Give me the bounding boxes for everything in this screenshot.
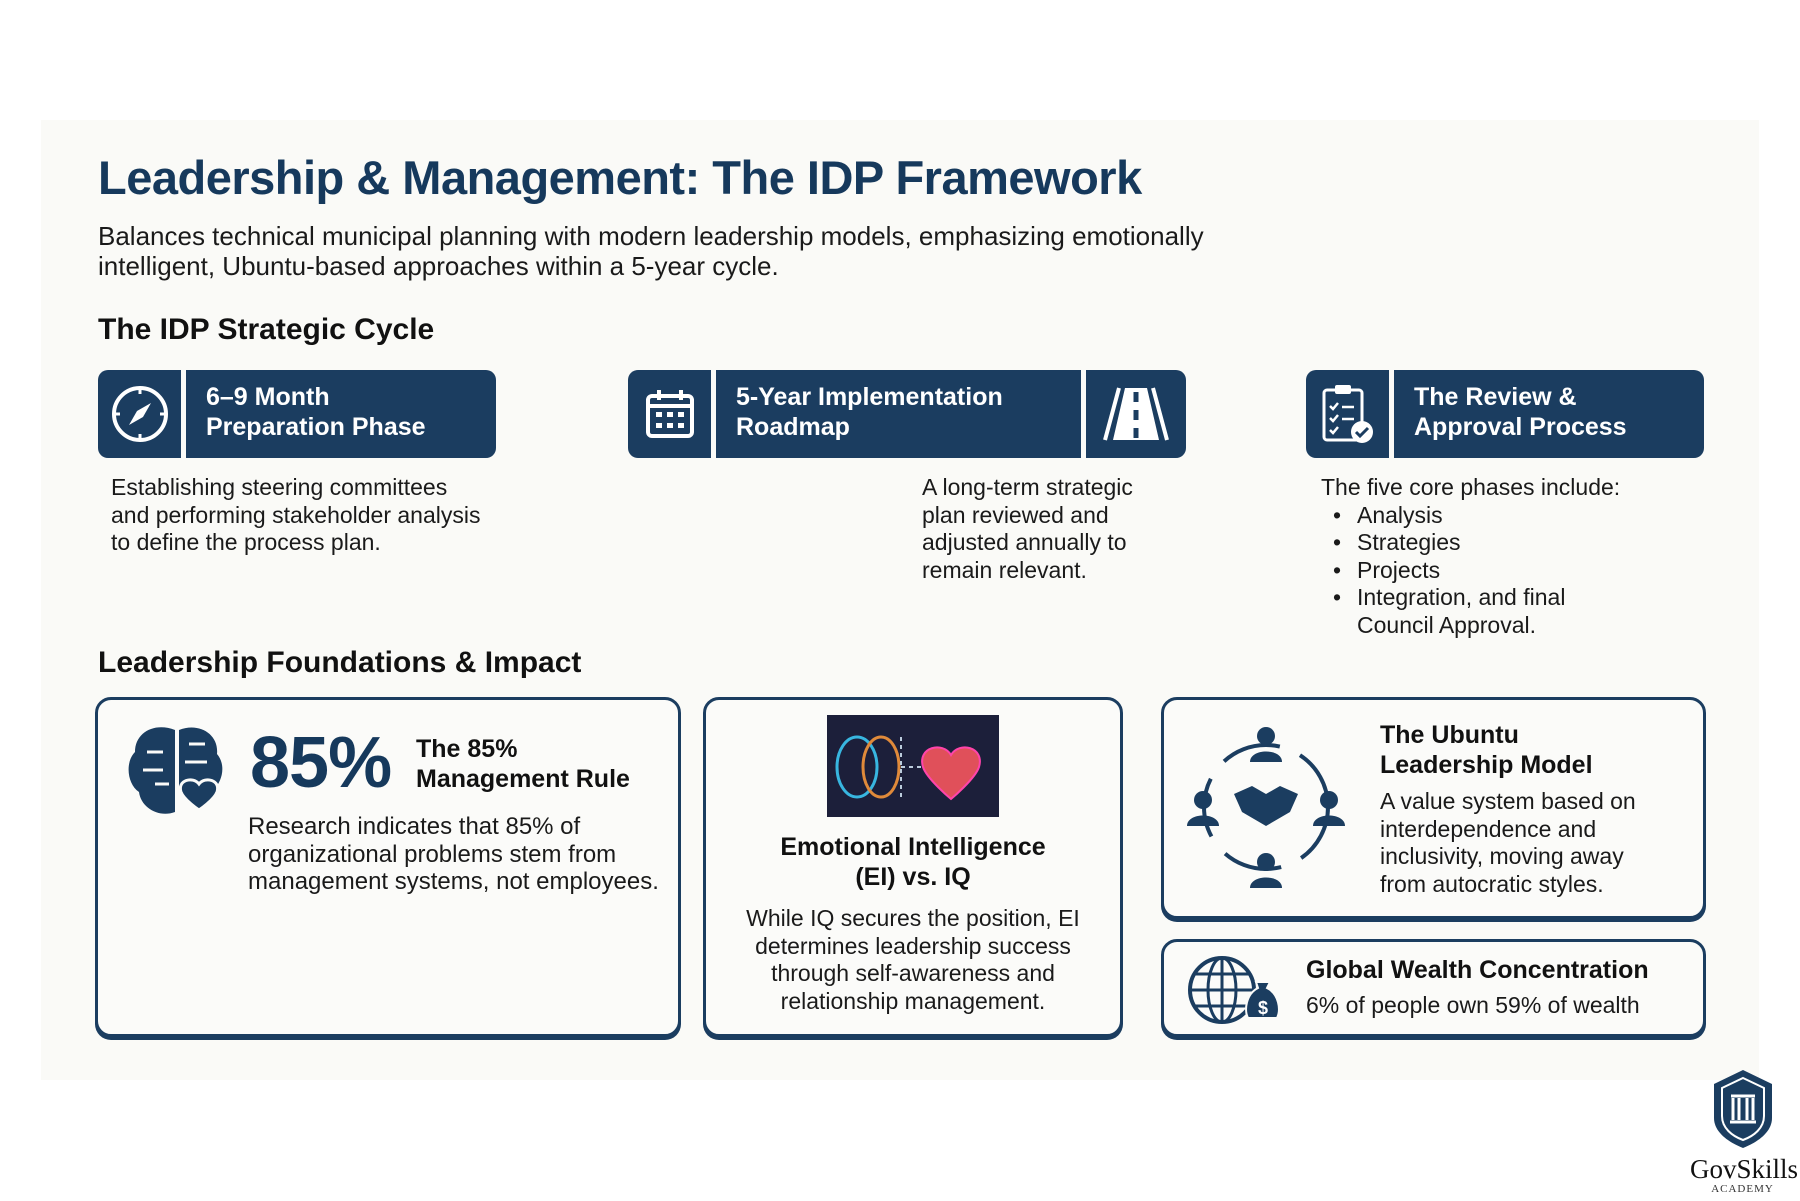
page-title: Leadership & Management: The IDP Framewo…	[98, 151, 1142, 204]
rule-desc: Research indicates that 85% of organizat…	[248, 813, 659, 896]
clipboard-check-icon	[1306, 370, 1394, 458]
logo-tagline: ACADEMY	[1711, 1183, 1774, 1195]
roadmap-desc: A long-term strategic plan reviewed and …	[922, 474, 1133, 584]
desc-line: determines leadership success	[755, 932, 1071, 959]
brain-heart-icon	[125, 722, 229, 827]
ei-desc: While IQ secures the position, EI determ…	[706, 905, 1120, 1015]
title-line: Emotional Intelligence	[780, 833, 1046, 861]
card-title: Preparation Phase	[206, 413, 426, 441]
card-title: 5-Year Implementation	[736, 383, 1003, 411]
card-title: The Review &	[1414, 383, 1577, 411]
desc-line: management systems, not employees.	[248, 868, 659, 895]
management-rule-box: 85% The 85% Management Rule Research ind…	[95, 697, 681, 1037]
desc-line: remain relevant.	[922, 556, 1087, 583]
desc-line: through self-awareness and	[771, 960, 1055, 986]
title-line: Leadership Model	[1380, 751, 1593, 779]
wealth-title: Global Wealth Concentration	[1306, 956, 1649, 984]
emotional-intelligence-box: Emotional Intelligence (EI) vs. IQ While…	[703, 697, 1123, 1037]
card-title: Approval Process	[1414, 413, 1627, 441]
cycle-heading: The IDP Strategic Cycle	[98, 313, 435, 346]
list-item: Strategies	[1321, 529, 1620, 557]
list-item: Analysis	[1321, 502, 1620, 530]
desc-line: adjusted annually to	[922, 529, 1127, 555]
desc-line: inclusivity, moving away	[1380, 843, 1624, 869]
subtitle-line: Balances technical municipal planning wi…	[98, 221, 1204, 251]
ubuntu-title: The Ubuntu Leadership Model	[1380, 720, 1593, 780]
desc-intro: The five core phases include:	[1321, 474, 1621, 500]
desc-line: A long-term strategic	[922, 474, 1133, 500]
list-item: Projects	[1321, 557, 1620, 585]
ei-title: Emotional Intelligence (EI) vs. IQ	[706, 832, 1120, 892]
list-item-continuation: Council Approval.	[1357, 611, 1536, 638]
card-title: 6–9 Month	[206, 383, 330, 411]
list-item: Integration, and final	[1321, 584, 1620, 612]
desc-line: organizational problems stem from	[248, 840, 617, 868]
rule-stat: 85%	[250, 723, 392, 803]
road-icon	[1081, 370, 1186, 458]
govskills-logo: GovSkills ACADEMY	[1690, 1068, 1799, 1195]
ubuntu-desc: A value system based on interdependence …	[1380, 788, 1636, 898]
desc-line: interdependence and	[1380, 815, 1597, 842]
compass-icon	[98, 370, 186, 458]
ubuntu-model-box: The Ubuntu Leadership Model A value syst…	[1161, 697, 1706, 919]
subtitle-line: intelligent, Ubuntu-based approaches wit…	[98, 251, 779, 281]
review-desc: The five core phases include: Analysis S…	[1321, 474, 1620, 639]
rule-title: The 85% Management Rule	[416, 734, 630, 794]
people-handshake-icon	[1186, 722, 1346, 897]
title-line: (EI) vs. IQ	[855, 863, 971, 891]
title-line: The Ubuntu	[1380, 721, 1519, 749]
title-line: The 85%	[416, 735, 518, 763]
desc-line: plan reviewed and	[922, 501, 1109, 528]
wealth-box: $ Global Wealth Concentration 6% of peop…	[1161, 939, 1706, 1037]
desc-line: While IQ secures the position, EI	[746, 905, 1080, 931]
shield-icon	[1713, 1070, 1772, 1148]
calendar-icon	[628, 370, 716, 458]
desc-line: relationship management.	[780, 987, 1046, 1014]
desc-line: A value system based on	[1380, 788, 1636, 814]
desc-line: Establishing steering committees	[111, 474, 448, 500]
review-approval-card: The Review &Approval Process	[1306, 370, 1704, 458]
desc-line: from autocratic styles.	[1380, 870, 1604, 897]
brain-heart-illustration	[827, 715, 999, 817]
wealth-desc: 6% of people own 59% of wealth	[1306, 992, 1640, 1018]
foundations-heading: Leadership Foundations & Impact	[98, 646, 582, 679]
globe-moneybag-icon: $	[1186, 952, 1286, 1033]
svg-text:$: $	[1258, 998, 1268, 1018]
preparation-desc: Establishing steering committees and per…	[111, 474, 480, 557]
page-subtitle: Balances technical municipal planning wi…	[98, 221, 1348, 281]
title-line: Management Rule	[416, 765, 630, 793]
phase-list: Analysis Strategies Projects Integration…	[1321, 502, 1620, 612]
desc-line: and performing stakeholder analysis	[111, 501, 481, 528]
desc-line: to define the process plan.	[111, 529, 381, 555]
logo-name: GovSkills	[1690, 1154, 1799, 1184]
card-title: Roadmap	[736, 413, 850, 441]
desc-line: Research indicates that 85% of	[248, 813, 581, 840]
